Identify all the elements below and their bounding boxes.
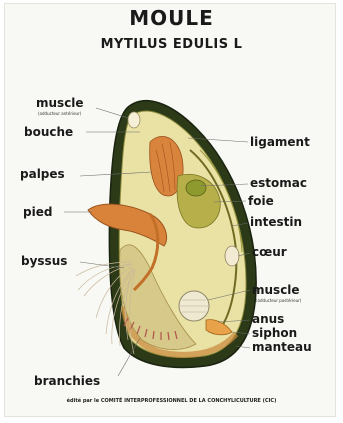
heart xyxy=(225,246,239,266)
label-muscle-posterior-sub: (adducteur postérieur) xyxy=(256,298,301,303)
label-pied: pied xyxy=(23,206,52,219)
label-byssus: byssus xyxy=(21,255,67,268)
label-bouche: bouche xyxy=(24,126,73,139)
label-manteau: manteau xyxy=(252,341,312,354)
label-ligament: ligament xyxy=(250,136,310,149)
label-muscle-posterior: muscle xyxy=(252,284,300,297)
label-estomac: estomac xyxy=(250,177,307,190)
label-muscle-anterior: muscle xyxy=(36,97,84,110)
label-intestin: intestin xyxy=(250,216,302,229)
stomach xyxy=(186,180,206,196)
anterior-adductor-muscle xyxy=(128,112,140,128)
label-anus: anus xyxy=(252,313,284,326)
label-branchies: branchies xyxy=(34,375,100,388)
label-muscle-anterior-sub: (adducteur antérieur) xyxy=(38,111,81,116)
publisher-footer: édité par le COMITÉ INTERPROFESSIONNEL D… xyxy=(0,398,343,404)
label-siphon: siphon xyxy=(252,327,297,340)
label-foie: foie xyxy=(248,195,274,208)
label-coeur: cœur xyxy=(252,246,287,259)
label-palpes: palpes xyxy=(20,168,65,181)
